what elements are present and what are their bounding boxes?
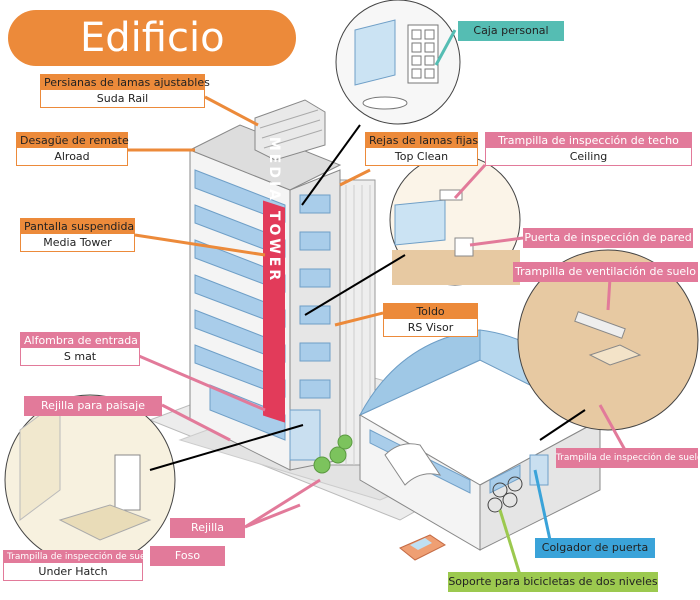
- canopy: [384, 443, 442, 486]
- label-toldo-product: RS Visor: [407, 321, 454, 334]
- label-persianas-name: Persianas de lamas ajustables: [41, 75, 210, 90]
- label-ventilacion: Trampilla de ventilación de suelo: [513, 262, 698, 282]
- label-rejas-product: Top Clean: [394, 150, 449, 163]
- label-toldo: Toldo RS Visor: [383, 303, 478, 337]
- label-rejas: Rejas de lamas fijas Top Clean: [365, 132, 478, 166]
- page-title: Edificio: [8, 10, 296, 66]
- media-tower-sign: [263, 200, 285, 423]
- label-rejilla-paisaje: Rejilla para paisaje: [24, 396, 162, 416]
- label-trampilla-techo-name: Trampilla de inspección de techo: [486, 133, 691, 148]
- label-persianas: Persianas de lamas ajustables Suda Rail: [40, 74, 210, 108]
- label-under-hatch-product: Under Hatch: [38, 565, 108, 578]
- label-puerta-pared: Puerta de inspección de pared: [523, 228, 693, 248]
- label-rejas-name: Rejas de lamas fijas: [366, 133, 478, 148]
- label-rejilla: Rejilla: [170, 518, 245, 538]
- label-under-hatch: Trampilla de inspección de suelo Under H…: [3, 550, 154, 581]
- label-pantalla: Pantalla suspendida Media Tower: [20, 218, 135, 252]
- tower-roof: [188, 124, 342, 191]
- label-colgador: Colgador de puerta: [535, 538, 655, 558]
- label-soporte: Soporte para bicicletas de dos niveles: [448, 572, 658, 592]
- label-toldo-name: Toldo: [384, 304, 477, 319]
- label-desague: Desagüe de remate Alroad: [16, 132, 129, 166]
- tower-entrance: [289, 409, 321, 461]
- label-trampilla-techo-product: Ceiling: [569, 150, 608, 163]
- warehouse-door: [529, 454, 549, 486]
- label-alfombra-name: Alfombra de entrada: [21, 333, 139, 348]
- label-trampilla-techo: Trampilla de inspección de techo Ceiling: [485, 132, 692, 166]
- label-alfombra-product: S mat: [63, 350, 97, 363]
- label-trampilla-suelo: Trampilla de inspección de suelo: [556, 448, 700, 468]
- car: [399, 534, 446, 561]
- label-caja: Caja personal: [458, 21, 564, 41]
- label-pantalla-product: Media Tower: [43, 236, 112, 249]
- label-foso: Foso: [150, 546, 225, 566]
- bicycles: [487, 476, 523, 513]
- label-pantalla-name: Pantalla suspendida: [21, 219, 134, 234]
- label-alfombra: Alfombra de entrada S mat: [20, 332, 140, 366]
- label-under-hatch-name: Trampilla de inspección de suelo: [4, 551, 154, 563]
- sign-text: MEDIA TOWER: [266, 137, 282, 283]
- label-persianas-product: Suda Rail: [96, 92, 149, 105]
- label-desague-name: Desagüe de remate: [17, 133, 129, 148]
- label-desague-product: Alroad: [54, 150, 90, 163]
- detail-circle-floor: [517, 249, 699, 431]
